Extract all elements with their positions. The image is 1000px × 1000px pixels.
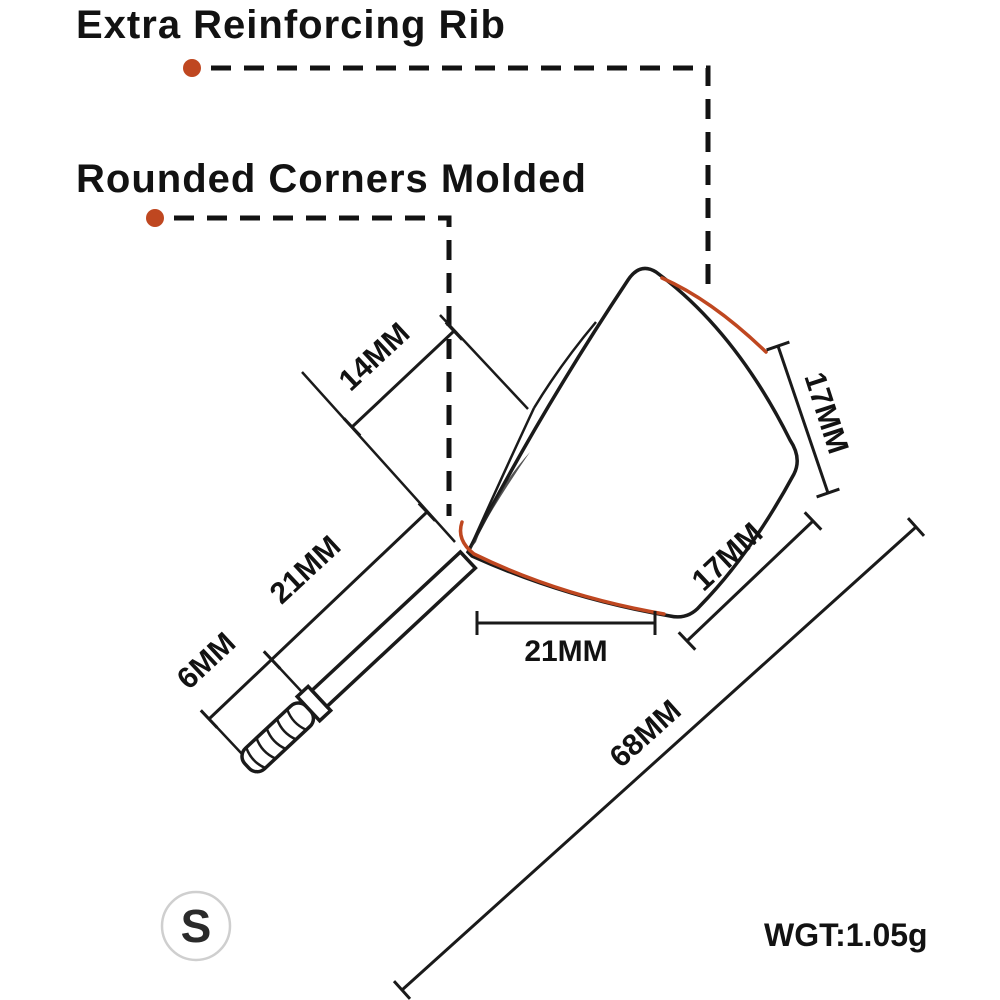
flight-fold-shadow [468, 452, 530, 552]
dim-thread-length-label: 6MM [171, 626, 242, 696]
callout-leader-line [174, 215, 452, 516]
accent-junction-curl [458, 520, 476, 556]
weight-label: WGT:1.05g [764, 917, 928, 953]
size-badge-circle [160, 890, 232, 962]
callout-extra-reinforcing-rib: Extra Reinforcing Rib [76, 3, 711, 296]
thread-ridges [245, 708, 307, 770]
accent-bottom-edge [472, 552, 666, 616]
accent-top-corner [660, 276, 768, 354]
dimension-flight-base: 21MM [475, 611, 657, 668]
flight-wing-edge [468, 407, 536, 549]
thread-tip [240, 701, 316, 774]
dim-overall-length-label: 68MM [604, 694, 688, 774]
dart-shaft [240, 549, 478, 774]
callout-rounded-corners-label: Rounded Corners Molded [76, 157, 587, 201]
flight-spine-line [532, 321, 597, 409]
dart-flight [458, 266, 799, 619]
callout-rounded-corners: Rounded Corners Molded [76, 157, 587, 516]
size-badge-label: S [181, 900, 212, 952]
callout-extra-rib-label: Extra Reinforcing Rib [76, 3, 506, 47]
callout-leader-line [211, 65, 711, 296]
callout-dot-icon [146, 209, 164, 227]
size-badge: S [160, 890, 232, 962]
dim-wing-width-label: 14MM [333, 317, 416, 398]
dim-flight-side-edge-label: 17MM [797, 368, 854, 457]
shaft-body [309, 549, 478, 710]
dim-flight-base-label: 21MM [524, 635, 607, 668]
callout-dot-icon [183, 59, 201, 77]
